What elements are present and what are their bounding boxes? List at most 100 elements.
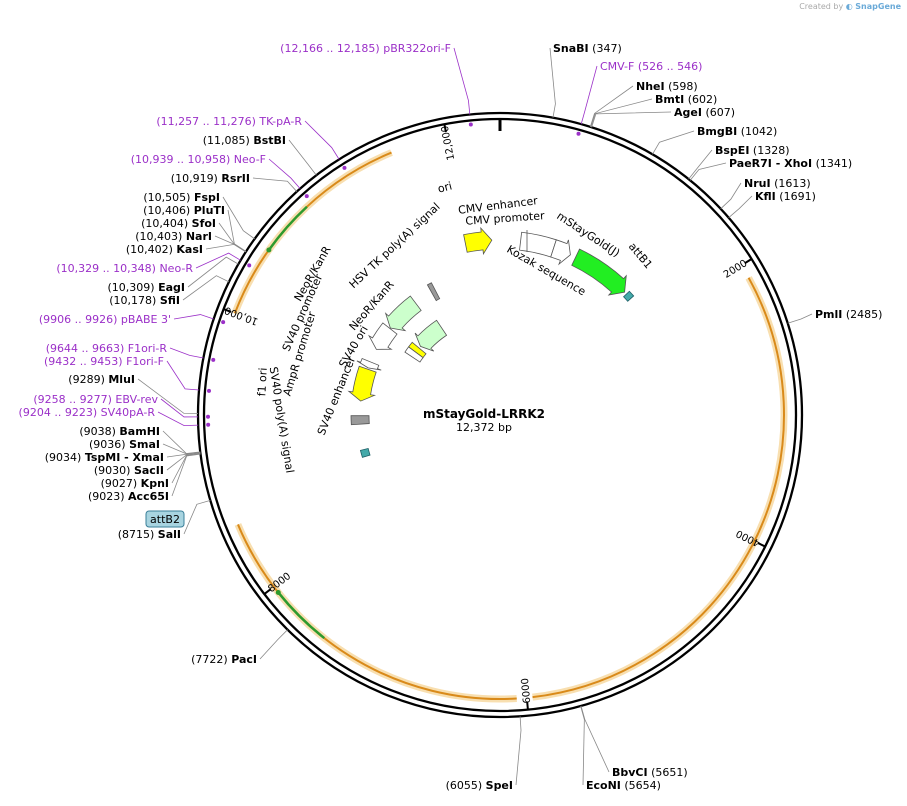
site-label-sali: (8715) SalI: [118, 528, 181, 541]
primer-label-pbr322ori-f: (12,166 .. 12,185) pBR322ori-F: [280, 42, 451, 55]
site-name: PluTI: [194, 204, 225, 217]
site-labels: SnaBI (347)NheI (598)BmtI (602)AgeI (607…: [19, 42, 883, 792]
feature-label-cmv-promoter-2: CMV promoter: [465, 209, 545, 228]
site-line-sfoi: [218, 222, 247, 253]
site-position: (12,166 .. 12,185): [280, 42, 380, 55]
site-line-eagi: [187, 256, 239, 288]
site-name: SacII: [134, 464, 164, 477]
primer-mark-ebv-rev: [206, 414, 211, 419]
primer-line-cmv-f: [580, 65, 598, 125]
site-name: Acc65I: [128, 490, 169, 503]
primer-label-neo-f: (10,939 .. 10,958) Neo-F: [131, 153, 266, 166]
snapgene-logo-icon: ◐: [845, 2, 853, 11]
site-name: FspI: [194, 191, 220, 204]
site-label-kasi: (10,402) KasI: [126, 243, 203, 256]
site-line-rsrii: [252, 177, 298, 192]
feature-hsv-tk-poly-a-signal-5: [426, 282, 441, 302]
site-position: (9289): [68, 373, 105, 386]
site-name: KasI: [176, 243, 203, 256]
site-position: (9644 .. 9663): [46, 342, 125, 355]
site-name: pBABE 3': [121, 313, 171, 326]
tick-mark-6000: [526, 701, 529, 710]
site-name: SV40pA-R: [101, 406, 156, 419]
site-line-agei: [591, 111, 672, 128]
site-name: KflI: [755, 190, 776, 203]
primer-label-f1ori-r: (9644 .. 9663) F1ori-R: [46, 342, 168, 355]
primer-line-ebv-rev: [160, 398, 199, 418]
site-label-bamhi: (9038) BamHI: [79, 425, 160, 438]
tick-mark-10000: [223, 308, 232, 313]
site-name: AgeI: [674, 106, 702, 119]
credit-brand: SnapGene: [855, 2, 901, 11]
site-label-smai: (9036) SmaI: [89, 438, 160, 451]
feature-label-hsv-tk-poly-a-signal-6: HSV TK poly(A) signal: [347, 200, 443, 291]
feature-ori-0: [463, 226, 493, 256]
site-label-nrui: NruI (1613): [744, 177, 811, 190]
site-label-sfii: (10,178) SfiI: [109, 294, 180, 307]
credit-prefix: Created by: [799, 2, 844, 11]
snapgene-credit: Created by ◐ SnapGene: [799, 2, 901, 11]
site-position: (10,402): [126, 243, 173, 256]
site-label-bstbi: (11,085) BstBI: [203, 134, 286, 147]
site-position: (10,505): [143, 191, 190, 204]
site-name: SfoI: [192, 217, 216, 230]
site-label-fspi: (10,505) FspI: [143, 191, 220, 204]
feature-sv40-ori-13: [408, 341, 427, 359]
site-position: (526 .. 546): [638, 60, 703, 73]
tick-label-10000: 10,000: [223, 304, 260, 327]
site-line-bspei: [688, 149, 713, 180]
primer-mark-f1ori-r: [211, 357, 216, 362]
site-name: TK-pA-R: [258, 115, 302, 128]
backbone-arrow-tip-0: [266, 247, 272, 253]
primer-label-pbabe-3: (9906 .. 9926) pBABE 3': [39, 313, 171, 326]
site-label-econi: EcoNI (5654): [586, 779, 661, 792]
feature-neor-kanr-12: [414, 319, 448, 352]
site-position: (10,178): [109, 294, 156, 307]
site-position: (1613): [774, 177, 811, 190]
site-name: PmlI: [815, 308, 842, 321]
site-position: (9030): [94, 464, 131, 477]
outer-ring: [196, 111, 804, 719]
site-name: Neo-F: [234, 153, 266, 166]
tick-mark-12000: [443, 124, 447, 133]
site-label-nhei: NheI (598): [636, 80, 698, 93]
feature-mstaygold-j-3: [571, 248, 627, 296]
site-name: SfiI: [160, 294, 180, 307]
site-position: (2485): [846, 308, 883, 321]
primer-line-f1ori-f: [166, 360, 200, 391]
site-label-eagi: (10,309) EagI: [108, 281, 185, 294]
primer-line-tk-pa-r: [304, 120, 340, 160]
site-line-sacii: [166, 452, 201, 471]
site-position: (602): [688, 93, 718, 106]
site-line-kfli: [728, 195, 753, 218]
site-label-mlui: (9289) MluI: [68, 373, 135, 386]
site-label-bmgbi: BmgBI (1042): [697, 125, 777, 138]
site-position: (5654): [624, 779, 661, 792]
site-position: (9432 .. 9453): [44, 355, 123, 368]
site-line-sali: [183, 499, 211, 535]
site-position: (5651): [651, 766, 688, 779]
features: [266, 205, 635, 640]
backbone-arc-top: [532, 277, 785, 699]
primer-mark-f1ori-f: [206, 388, 211, 393]
site-label-tspmi-xmai: (9034) TspMI - XmaI: [45, 451, 164, 464]
site-name: SnaBI: [553, 42, 589, 55]
site-position: (11,085): [203, 134, 250, 147]
plasmid-size: 12,372 bp: [456, 421, 512, 434]
site-position: (11,257 .. 11,276): [156, 115, 256, 128]
primer-label-ebv-rev: (9258 .. 9277) EBV-rev: [33, 393, 158, 406]
site-name: TspMI - XmaI: [85, 451, 164, 464]
site-label-kfli: KflI (1691): [755, 190, 816, 203]
backbone-arc-top-halo: [532, 276, 788, 701]
site-position: (9258 .. 9277): [33, 393, 112, 406]
primer-line-neo-f: [268, 158, 301, 189]
site-position: (1691): [779, 190, 816, 203]
site-label-kpni: (9027) KpnI: [101, 477, 169, 490]
feature-label-f1-ori-13: f1 ori: [255, 367, 269, 396]
site-name: KpnI: [141, 477, 169, 490]
tick-label-12000: 12,000: [440, 125, 457, 161]
feature-attb1-4: [622, 290, 635, 302]
site-line-nhei: [589, 85, 634, 127]
site-label-rsrii: (10,919) RsrII: [171, 172, 250, 185]
